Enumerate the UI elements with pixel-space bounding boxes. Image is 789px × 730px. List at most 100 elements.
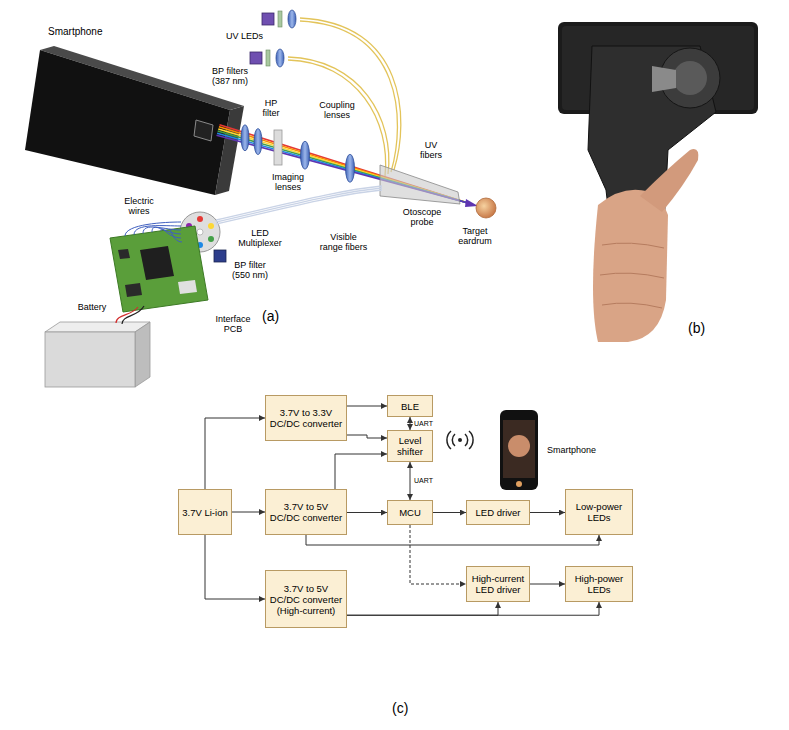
label-text: Coupling lenses: [316, 100, 358, 121]
smartphone-illustration: [25, 50, 230, 195]
visible-fiber: [216, 190, 382, 224]
uv-fiber: [288, 60, 386, 176]
electric-wire: [125, 222, 182, 242]
battery: [45, 306, 150, 387]
part-label: Electric wires: [116, 196, 162, 217]
label-text: (b): [688, 320, 718, 336]
device-photo: [640, 149, 698, 212]
panel-label: (a): [262, 308, 292, 324]
part-label: BP filters (387 nm): [208, 66, 252, 87]
connector: [530, 584, 565, 585]
label-text: (c): [392, 700, 422, 716]
wireless-symbol: [452, 434, 455, 446]
block-text: 3.7V to 5V DC/DC converter: [268, 501, 344, 523]
label-text: LED Multiplexer: [232, 228, 288, 249]
bp-filter-cube: [214, 250, 226, 262]
lens: [346, 154, 355, 182]
led-multiplexer: [197, 229, 203, 235]
connector: [410, 417, 411, 430]
connector: [306, 535, 599, 545]
part-label: Target eardrum: [452, 226, 498, 247]
hp-filter: [274, 130, 282, 165]
interface-pcb: [178, 280, 197, 294]
wireless-symbol: [469, 431, 473, 449]
connector: [347, 602, 498, 615]
visible-fiber: [216, 186, 382, 224]
block-text: LED driver: [469, 507, 527, 518]
block-text: BLE: [390, 401, 430, 412]
part-label: Smartphone: [547, 445, 607, 455]
interface-pcb: [110, 226, 208, 312]
connector: [347, 512, 387, 513]
device-photo: [600, 243, 664, 308]
block-box: BLE: [387, 395, 433, 417]
edge-label-text: UART: [413, 420, 434, 428]
electric-wire: [134, 226, 181, 235]
led-multiplexer: [197, 216, 203, 222]
eardrum: [476, 198, 496, 218]
wireless-symbol: [447, 431, 451, 449]
block-text: 3.7V to 5V DC/DC converter (High-current…: [268, 583, 344, 616]
uv-led-module: [266, 50, 270, 66]
electric-wire: [143, 227, 181, 233]
battery: [45, 332, 135, 387]
uv-led-module: [250, 10, 296, 67]
label-text: Target eardrum: [452, 226, 498, 247]
block-text: 3.7V Li-ion: [181, 507, 229, 518]
wireless-symbol: [447, 431, 473, 449]
part-label: Interface PCB: [212, 314, 254, 335]
eardrum: [476, 198, 496, 218]
label-text: BP filter (550 nm): [230, 260, 270, 281]
device-photo: [558, 22, 758, 342]
label-text: Imaging lenses: [266, 172, 310, 193]
connector: [205, 418, 265, 489]
label-text: BP filters (387 nm): [208, 66, 252, 87]
smartphone-icon: [503, 420, 535, 478]
label-text: Visible range fibers: [318, 232, 369, 253]
part-label: Otoscope probe: [398, 207, 446, 228]
uv-led-module: [262, 13, 274, 25]
connector: [347, 602, 599, 615]
part-label: Battery: [72, 302, 112, 312]
lens: [241, 125, 249, 151]
uv-fiber: [288, 18, 401, 176]
connector: [410, 525, 466, 584]
label-text: Electric wires: [116, 196, 162, 217]
uv-fiber: [300, 18, 401, 170]
interface-pcb: [118, 249, 130, 259]
interface-pcb: [140, 246, 174, 280]
electric-wire: [125, 222, 181, 236]
lens: [241, 125, 355, 183]
label-text: Smartphone: [48, 26, 118, 38]
battery: [122, 306, 144, 324]
block-text: 3.7V to 3.3V DC/DC converter: [268, 407, 344, 429]
edge-label: UART: [413, 477, 434, 485]
connector: [347, 406, 387, 407]
smartphone-icon: [516, 481, 522, 487]
block-box: Level shifter: [387, 430, 433, 462]
smartphone-icon: [500, 410, 538, 490]
connector: [347, 435, 387, 438]
bp-filter-cube: [214, 250, 226, 262]
part-label: BP filter (550 nm): [230, 260, 270, 281]
part-label: LED Multiplexer: [232, 228, 288, 249]
label-text: Smartphone: [547, 445, 607, 455]
battery: [135, 322, 150, 387]
smartphone-illustration: [25, 46, 244, 195]
otoscope-probe: [380, 165, 460, 204]
led-multiplexer: [208, 223, 214, 229]
block-box: 3.7V to 3.3V DC/DC converter: [265, 395, 347, 441]
uv-led-module: [288, 10, 296, 28]
device-photo: [673, 61, 707, 95]
electric-wire: [152, 227, 181, 234]
label-text: Interface PCB: [212, 314, 254, 335]
device-photo: [652, 66, 676, 92]
label-text: (a): [262, 308, 292, 324]
part-label: Smartphone: [48, 26, 118, 38]
part-label: Imaging lenses: [266, 172, 310, 193]
wireless-symbol: [458, 438, 462, 442]
label-text: Otoscope probe: [398, 207, 446, 228]
part-label: HP filter: [256, 98, 286, 119]
